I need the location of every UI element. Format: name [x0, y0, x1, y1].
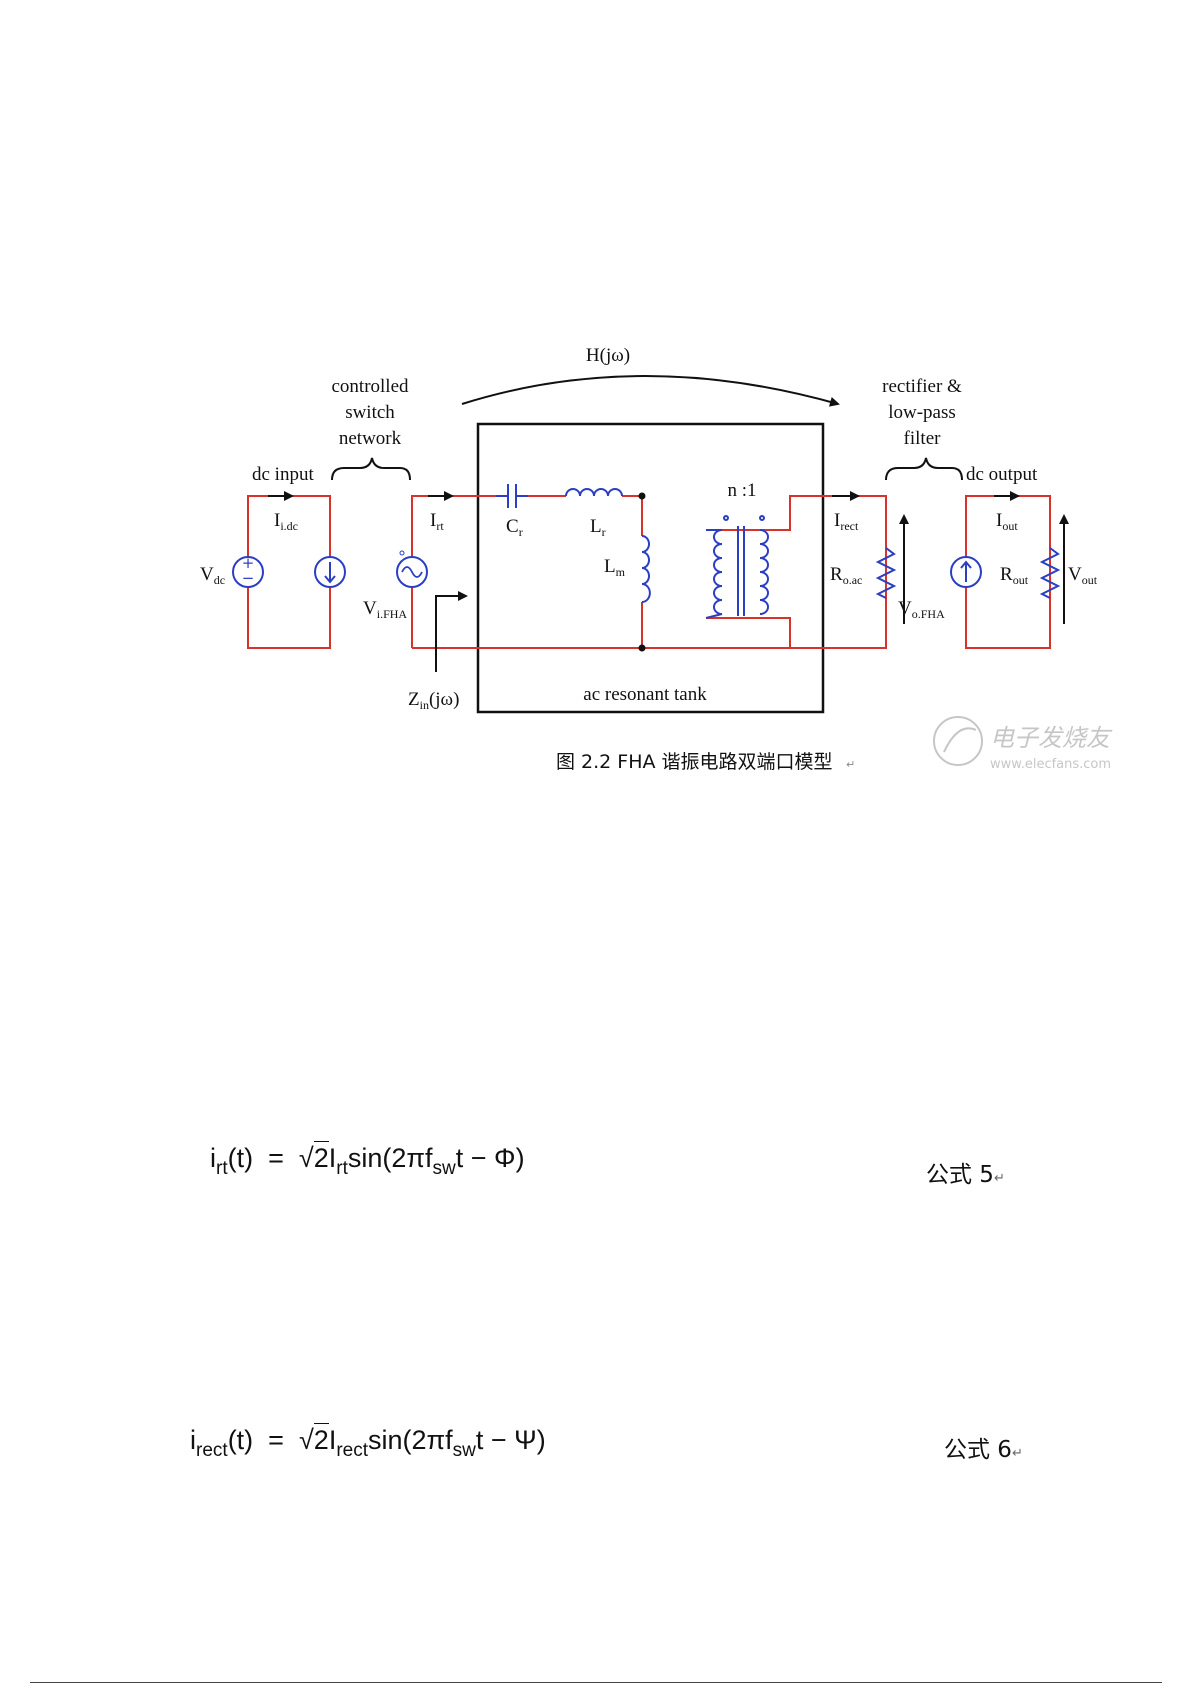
eq5-t: (t) = — [227, 1143, 299, 1173]
dc-output-label: dc output — [966, 464, 1038, 485]
vofha-label: Vo.FHA — [898, 598, 945, 621]
equation-5-label: 公式 5↵ — [926, 1162, 1005, 1188]
iout-label: Iout — [996, 510, 1018, 533]
page-bottom-rule — [30, 1682, 1162, 1683]
ac-load-resistor — [875, 547, 897, 599]
vdc-label: Vdc — [200, 564, 225, 587]
eq6-mid: I — [328, 1425, 337, 1455]
eq5-root: 2 — [313, 1141, 329, 1173]
watermark-text: 电子发烧友 — [990, 724, 1113, 752]
iidc-label: Ii.dc — [274, 510, 298, 533]
rectifier-brace — [885, 457, 963, 481]
resonant-tank-box — [476, 422, 825, 714]
vout-label: Vout — [1068, 564, 1098, 587]
rout-label: Rout — [1000, 564, 1029, 587]
return-mark: ↵ — [846, 758, 855, 771]
dc-input-label: dc input — [252, 464, 314, 485]
ac-voltage-source — [396, 550, 428, 588]
eq6-label-text: 公式 6 — [944, 1437, 1012, 1463]
irect-label: Irect — [834, 510, 859, 533]
eq5-sub1: rt — [216, 1158, 228, 1179]
output-current-source — [950, 556, 982, 588]
figure-caption: 图 2.2 FHA 谐振电路双端口模型 — [556, 751, 833, 773]
resonant-capacitor — [496, 484, 528, 508]
eq6-sub2: rect — [336, 1440, 369, 1461]
eq5-label-text: 公式 5 — [926, 1162, 994, 1188]
node-dot — [638, 644, 646, 652]
eq5-sub3: sw — [432, 1158, 456, 1179]
vifha-label: Vi.FHA — [363, 598, 407, 621]
switch-label-1: controlled — [331, 376, 409, 397]
dc-current-source — [314, 556, 346, 588]
equation-6-label: 公式 6↵ — [944, 1437, 1023, 1463]
elecfans-watermark: 电子发烧友 www.elecfans.com — [933, 716, 1113, 772]
switch-label-2: switch — [345, 402, 395, 423]
eq6-tail: sin(2πf — [368, 1425, 453, 1455]
eq5-tail: sin(2πf — [347, 1143, 433, 1173]
lm-label: Lm — [604, 556, 626, 579]
transfer-function-arc — [461, 375, 840, 407]
eq6-sub3: sw — [452, 1440, 476, 1461]
eq6-t: (t) = — [227, 1425, 299, 1455]
eq6-sub1: rect — [196, 1440, 228, 1461]
turns-ratio-label: n :1 — [727, 480, 756, 501]
eq6-i: i — [190, 1425, 196, 1455]
eq6-root: 2 — [313, 1423, 329, 1455]
eq5-sub2: rt — [336, 1158, 348, 1179]
svg-text:−: − — [242, 569, 255, 587]
magnetizing-inductor — [641, 535, 651, 603]
eq6-end: t − Ψ) — [475, 1425, 546, 1455]
irt-label: Irt — [430, 510, 444, 533]
cr-label: Cr — [506, 516, 523, 539]
fha-circuit-diagram: H(jω) controlled switch network rectifie… — [200, 345, 1113, 773]
eq5-end: t − Φ) — [455, 1143, 525, 1173]
rectifier-label-2: low-pass — [888, 402, 956, 423]
zin-label: Zin(jω) — [408, 689, 459, 712]
node-dot — [638, 492, 646, 500]
switch-brace — [331, 457, 411, 481]
lr-label: Lr — [590, 516, 606, 539]
equation-6: irect(t) = √2Irectsin(2πfswt − Ψ) — [190, 1423, 546, 1461]
dc-voltage-source: + − — [232, 554, 264, 588]
zin-arrow — [435, 591, 468, 672]
transformer — [705, 515, 769, 619]
switch-label-3: network — [339, 428, 402, 449]
output-load-resistor — [1039, 547, 1061, 599]
eq5-i: i — [210, 1143, 216, 1173]
equation-5: irt(t) = √2Irtsin(2πfswt − Φ) — [210, 1141, 525, 1179]
transfer-function-label: H(jω) — [586, 345, 630, 366]
svg-text:+: + — [242, 554, 255, 572]
eq5-mid: I — [328, 1143, 337, 1173]
roac-label: Ro.ac — [830, 564, 862, 587]
tank-label: ac resonant tank — [583, 684, 707, 705]
rectifier-label-1: rectifier & — [882, 376, 962, 397]
watermark-url: www.elecfans.com — [990, 757, 1111, 772]
rectifier-label-3: filter — [904, 428, 942, 449]
resonant-inductor — [565, 488, 623, 497]
